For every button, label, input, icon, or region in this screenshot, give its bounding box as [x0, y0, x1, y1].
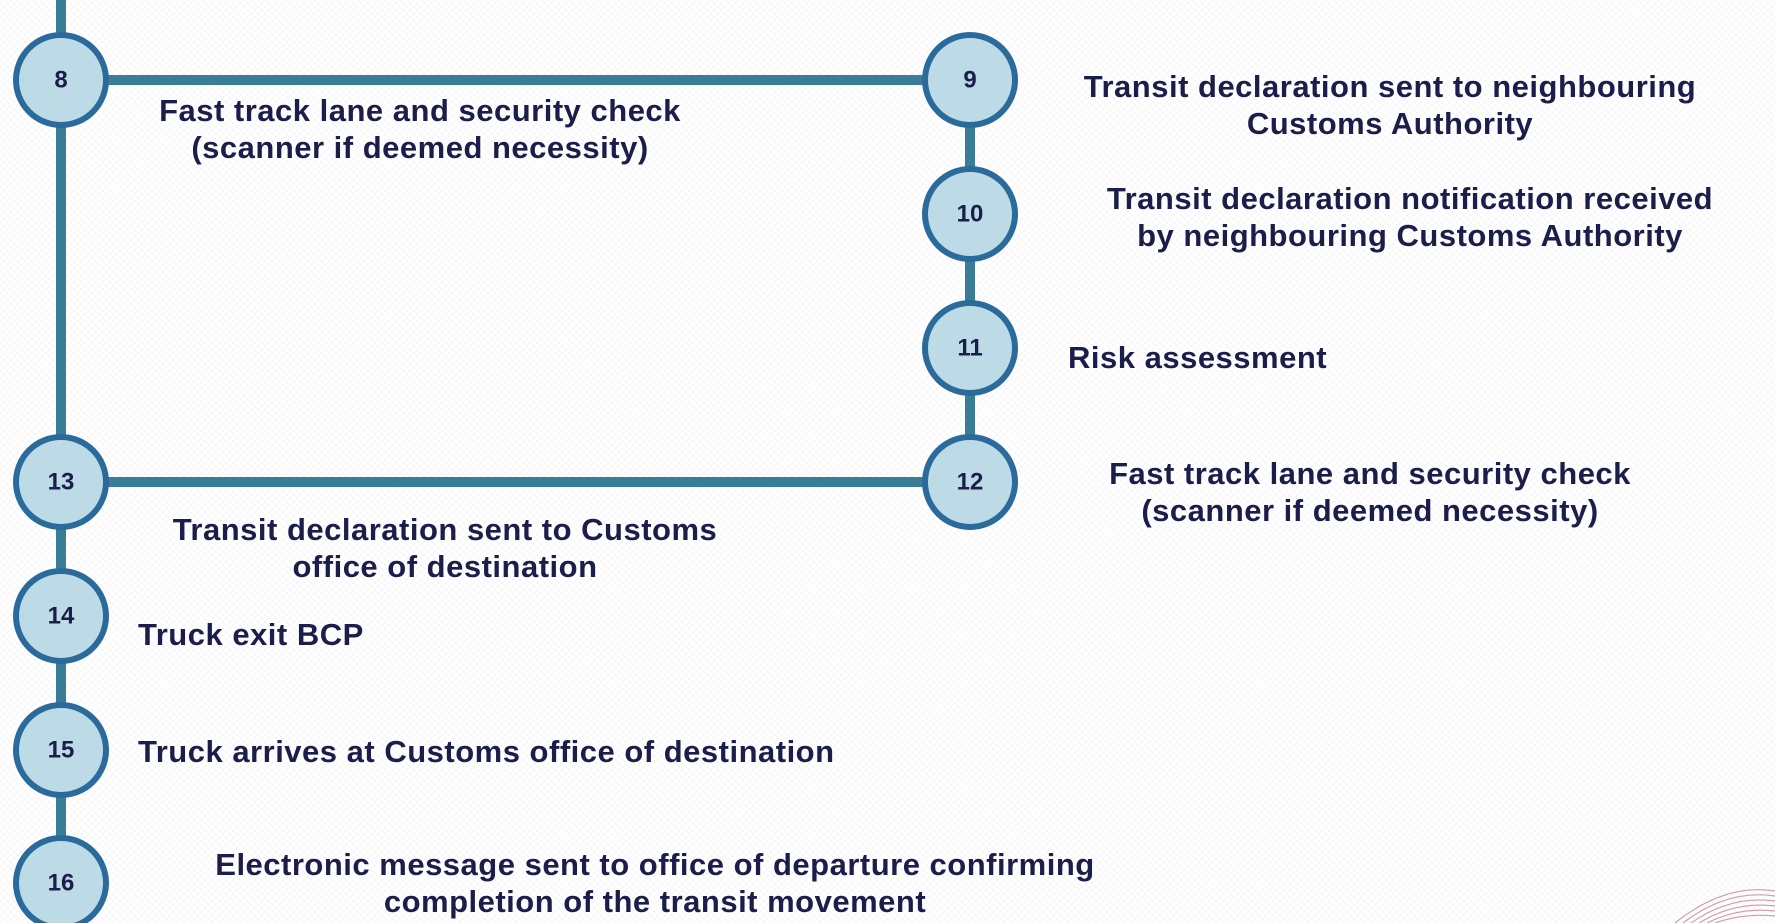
step-node-9: 9: [922, 32, 1018, 128]
step-9-label: Transit declaration sent to neighbouring…: [1030, 68, 1750, 142]
step-11-label: Risk assessment: [1068, 339, 1327, 376]
step-node-15: 15: [13, 702, 109, 798]
step-16-label-line1: Electronic message sent to office of dep…: [215, 847, 1095, 882]
step-number-12: 12: [957, 469, 984, 496]
step-node-circle-15: [13, 702, 109, 798]
step-15-label-line1: Truck arrives at Customs office of desti…: [138, 734, 835, 769]
step-11-label-line1: Risk assessment: [1068, 340, 1328, 375]
step-15-label: Truck arrives at Customs office of desti…: [138, 733, 835, 770]
step-8-label: Fast track lane and security check (scan…: [110, 92, 730, 166]
step-8-label-line2: (scanner if deemed necessity): [191, 130, 649, 165]
step-12-label: Fast track lane and security check (scan…: [1060, 455, 1680, 529]
step-node-circle-14: [13, 568, 109, 664]
step-number-16: 16: [48, 870, 75, 897]
step-12-label-line2: (scanner if deemed necessity): [1141, 493, 1599, 528]
step-node-12: 12: [922, 434, 1018, 530]
step-14-label-line1: Truck exit BCP: [138, 617, 364, 652]
step-10-label-line1: Transit declaration notification receive…: [1106, 181, 1714, 216]
step-13-label-line2: office of destination: [292, 549, 598, 584]
step-number-11: 11: [957, 335, 982, 362]
step-12-label-line1: Fast track lane and security check: [1109, 456, 1631, 491]
step-number-9: 9: [963, 67, 976, 94]
step-number-8: 8: [54, 67, 67, 94]
step-14-label: Truck exit BCP: [138, 616, 364, 653]
step-16-label: Electronic message sent to office of dep…: [130, 846, 1180, 920]
step-node-circle-11: [922, 300, 1018, 396]
step-node-circle-12: [922, 434, 1018, 530]
step-8-label-line1: Fast track lane and security check: [159, 93, 681, 128]
step-node-10: 10: [922, 166, 1018, 262]
step-9-label-line1: Transit declaration sent to neighbouring: [1083, 69, 1697, 104]
step-10-label: Transit declaration notification receive…: [1050, 180, 1770, 254]
step-number-13: 13: [48, 469, 75, 496]
step-node-circle-8: [13, 32, 109, 128]
step-node-13: 13: [13, 434, 109, 530]
step-node-14: 14: [13, 568, 109, 664]
step-13-label-line1: Transit declaration sent to Customs: [172, 512, 718, 547]
step-node-circle-9: [922, 32, 1018, 128]
step-node-16: 16: [13, 835, 109, 923]
step-nodes: 8 9 10 11 12 13 14 15 16: [13, 32, 1018, 923]
step-node-circle-13: [13, 434, 109, 530]
step-node-circle-16: [13, 835, 109, 923]
step-node-8: 8: [13, 32, 109, 128]
step-10-label-line2: by neighbouring Customs Authority: [1137, 218, 1683, 253]
step-13-label: Transit declaration sent to Customs offi…: [120, 511, 770, 585]
corner-decoration-graphic: [1674, 889, 1775, 923]
step-node-11: 11: [922, 300, 1018, 396]
step-node-circle-10: [922, 166, 1018, 262]
step-9-label-line2: Customs Authority: [1246, 106, 1534, 141]
step-number-15: 15: [48, 737, 75, 764]
step-number-14: 14: [48, 603, 75, 630]
step-16-label-line2: completion of the transit movement: [383, 884, 927, 919]
step-number-10: 10: [957, 201, 984, 228]
